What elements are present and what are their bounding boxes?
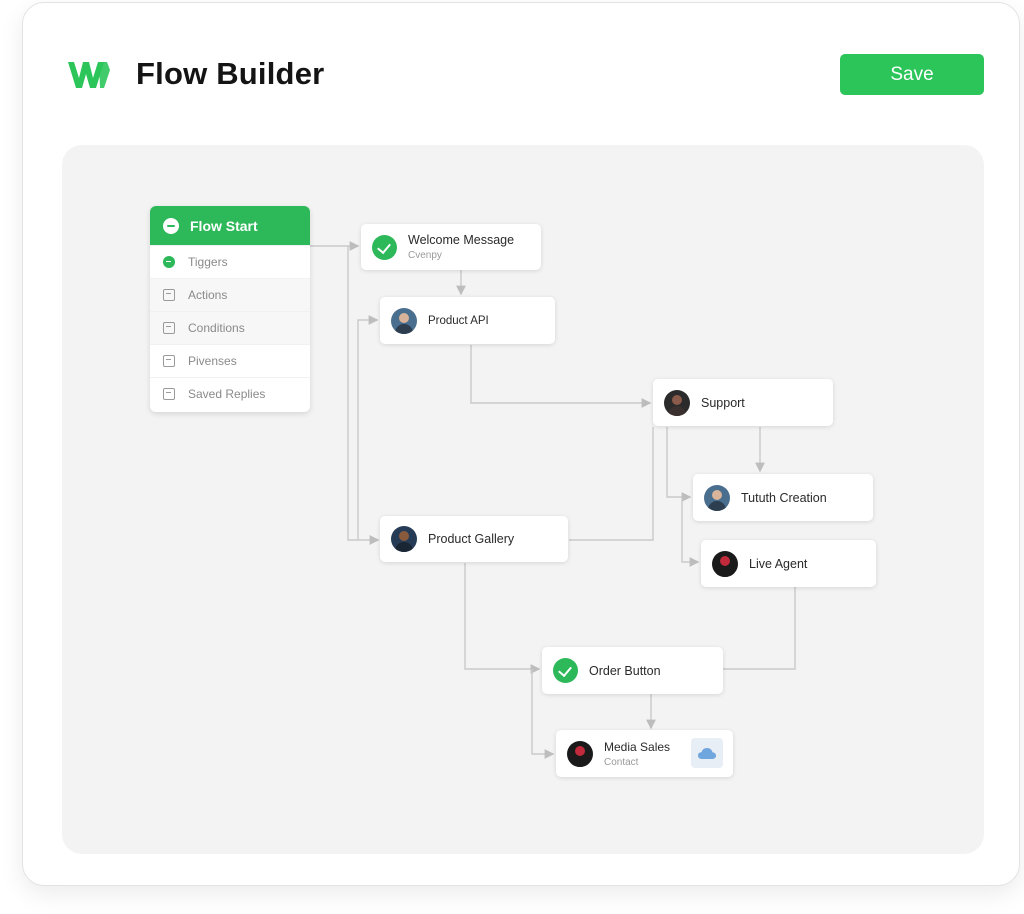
avatar-icon <box>712 550 738 577</box>
node-label: Tututh Creation <box>741 490 827 505</box>
trigger-icon <box>163 256 175 268</box>
sidebar-item-label: Actions <box>188 288 228 302</box>
sidebar-item-pivenses[interactable]: Pivenses <box>150 344 310 377</box>
sidebar-item-triggers[interactable]: Tiggers <box>150 245 310 278</box>
avatar-icon <box>567 740 593 767</box>
node-label: Live Agent <box>749 556 808 571</box>
actions-icon <box>163 289 175 301</box>
node-label: Product Gallery <box>428 532 515 546</box>
node-label: Media Sales <box>604 739 671 754</box>
page-title: Flow Builder <box>136 56 325 91</box>
node-label: Product API <box>428 314 489 327</box>
check-icon <box>372 234 397 260</box>
node-media-sales[interactable]: Media Sales Contact <box>556 730 733 777</box>
save-button[interactable]: Save <box>840 54 984 95</box>
avatar-icon <box>704 484 730 511</box>
conditions-icon <box>163 322 175 334</box>
avatar-icon <box>391 526 417 552</box>
saved-replies-icon <box>163 388 175 400</box>
sidebar-item-label: Pivenses <box>188 354 237 368</box>
chat-icon <box>163 217 179 234</box>
node-tututh-creation[interactable]: Tututh Creation <box>693 474 873 521</box>
sidebar-item-label: Saved Replies <box>188 387 266 401</box>
avatar-icon <box>391 307 417 334</box>
sidebar-item-label: Conditions <box>188 321 245 335</box>
node-product-api[interactable]: Product API <box>380 297 555 344</box>
app-logo-icon <box>68 62 110 88</box>
sidebar-item-actions[interactable]: Actions <box>150 278 310 311</box>
node-sublabel: Contact <box>604 756 639 768</box>
node-label: Support <box>701 395 745 410</box>
sidebar-item-conditions[interactable]: Conditions <box>150 311 310 344</box>
flow-start-header[interactable]: Flow Start <box>150 206 310 245</box>
node-label: Order Button <box>589 663 661 678</box>
node-sublabel: Cvenpy <box>408 250 442 261</box>
cloud-icon[interactable] <box>691 738 723 768</box>
node-label: Welcome Message <box>408 233 515 247</box>
flow-start-panel: Flow Start Tiggers Actions Conditions Pi… <box>150 206 310 412</box>
sidebar-item-label: Tiggers <box>188 255 228 269</box>
sidebar-item-saved-replies[interactable]: Saved Replies <box>150 377 310 410</box>
pivenses-icon <box>163 355 175 367</box>
avatar-icon <box>664 389 690 416</box>
flow-start-title: Flow Start <box>190 217 258 234</box>
node-order-button[interactable]: Order Button <box>542 647 723 694</box>
node-welcome-message[interactable]: Welcome Message Cvenpy <box>361 224 541 270</box>
check-icon <box>553 658 578 683</box>
node-support[interactable]: Support <box>653 379 833 426</box>
node-live-agent[interactable]: Live Agent <box>701 540 876 587</box>
node-product-gallery[interactable]: Product Gallery <box>380 516 568 562</box>
